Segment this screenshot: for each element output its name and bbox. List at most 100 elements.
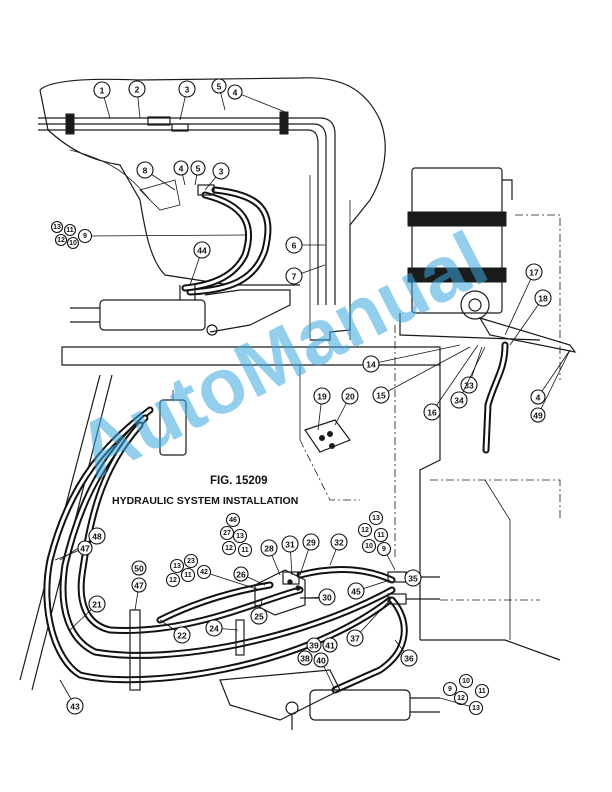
callout-number: 10: [462, 678, 470, 685]
callout-circle: [313, 652, 329, 668]
callout-number: 5: [217, 82, 222, 92]
callout-11: 11: [180, 567, 196, 583]
callout-circle: [77, 228, 93, 244]
filter-body: [159, 390, 187, 456]
callout-number: 41: [325, 641, 335, 651]
callout-circle: [225, 512, 241, 528]
callout-circle: [183, 553, 199, 569]
callout-8: 8: [136, 161, 154, 179]
callout-number: 7: [292, 272, 297, 282]
callout-circle: [474, 683, 490, 699]
callout-13: 13: [50, 220, 64, 234]
callout-leader: [509, 297, 544, 346]
callout-number: 20: [345, 392, 355, 402]
callout-leader: [380, 346, 471, 396]
callout-11: 11: [63, 223, 77, 237]
figure-number: FIG. 15209: [210, 475, 268, 487]
callout-circle: [178, 80, 196, 98]
callout-circle: [136, 161, 154, 179]
callout-13: 13: [368, 510, 384, 526]
callout-37: 37: [346, 629, 364, 647]
callout-17: 17: [525, 263, 543, 281]
callout-45: 45: [347, 582, 365, 600]
callout-circle: [525, 263, 543, 281]
callout-number: 33: [464, 381, 474, 391]
callout-circle: [285, 236, 303, 254]
callout-number: 18: [538, 294, 548, 304]
callout-number: 49: [533, 411, 543, 421]
callout-circle: [227, 84, 243, 100]
callout-39: 39: [306, 637, 322, 653]
callout-circle: [212, 162, 230, 180]
callout-circle: [357, 522, 373, 538]
callout-number: 13: [236, 533, 244, 540]
callout-circle: [173, 160, 189, 176]
callout-circle: [404, 569, 422, 587]
callout-circle: [372, 386, 390, 404]
callout-19: 19: [313, 387, 331, 405]
callout-number: 40: [316, 656, 326, 666]
callout-number: 2: [135, 85, 140, 95]
callout-38: 38: [297, 650, 313, 666]
callout-13: 13: [468, 700, 484, 716]
callout-number: 28: [264, 544, 274, 554]
callout-49: 49: [530, 407, 546, 423]
callout-27: 27: [219, 525, 235, 541]
tank-return-hose: [482, 341, 509, 454]
callout-number: 13: [472, 705, 480, 712]
callout-circle: [131, 577, 147, 593]
callout-circle: [196, 564, 212, 580]
callout-5: 5: [190, 160, 206, 176]
callout-number: 14: [366, 360, 376, 370]
callout-circle: [285, 267, 303, 285]
callout-33: 33: [460, 376, 478, 394]
callout-number: 13: [53, 224, 61, 231]
callout-leader: [84, 234, 246, 237]
callout-circle: [318, 588, 336, 606]
callout-circle: [530, 389, 546, 405]
callout-leader: [537, 349, 571, 416]
callout-circle: [260, 539, 278, 557]
callout-number: 37: [350, 634, 360, 644]
lower-cylinder: [219, 669, 440, 730]
callout-9: 9: [77, 228, 93, 244]
callout-number: 26: [236, 570, 246, 580]
callout-circle: [205, 619, 223, 637]
callout-number: 34: [454, 396, 464, 406]
callout-number: 10: [365, 543, 373, 550]
callout-number: 3: [219, 167, 224, 177]
callout-1: 1: [93, 81, 111, 99]
callout-circle: [346, 629, 364, 647]
callout-circle: [54, 233, 68, 247]
callout-number: 47: [80, 544, 90, 554]
upper-frame-outline: [39, 77, 386, 341]
callout-3: 3: [212, 162, 230, 180]
callout-circle: [453, 690, 469, 706]
callout-40: 40: [313, 652, 329, 668]
callout-circle: [362, 355, 380, 373]
callout-leader: [354, 599, 391, 639]
callout-number: 38: [300, 654, 310, 664]
callout-leader: [537, 349, 571, 398]
callout-5: 5: [211, 78, 227, 94]
callout-43: 43: [66, 697, 84, 715]
callout-circle: [66, 236, 80, 250]
callout-14: 14: [362, 355, 380, 373]
callout-circle: [250, 607, 268, 625]
callout-23: 23: [183, 553, 199, 569]
callout-circle: [165, 572, 181, 588]
callout-circle: [368, 510, 384, 526]
callout-number: 10: [69, 240, 77, 247]
callout-7: 7: [285, 267, 303, 285]
callout-circle: [361, 538, 377, 554]
callout-number: 1: [100, 86, 105, 96]
callout-circle: [50, 220, 64, 234]
callout-32: 32: [330, 533, 348, 551]
callout-circle: [219, 525, 235, 541]
callout-31: 31: [281, 535, 299, 553]
callout-number: 42: [200, 569, 208, 576]
callout-number: 8: [143, 166, 148, 176]
callout-20: 20: [341, 387, 359, 405]
callout-circle: [341, 387, 359, 405]
